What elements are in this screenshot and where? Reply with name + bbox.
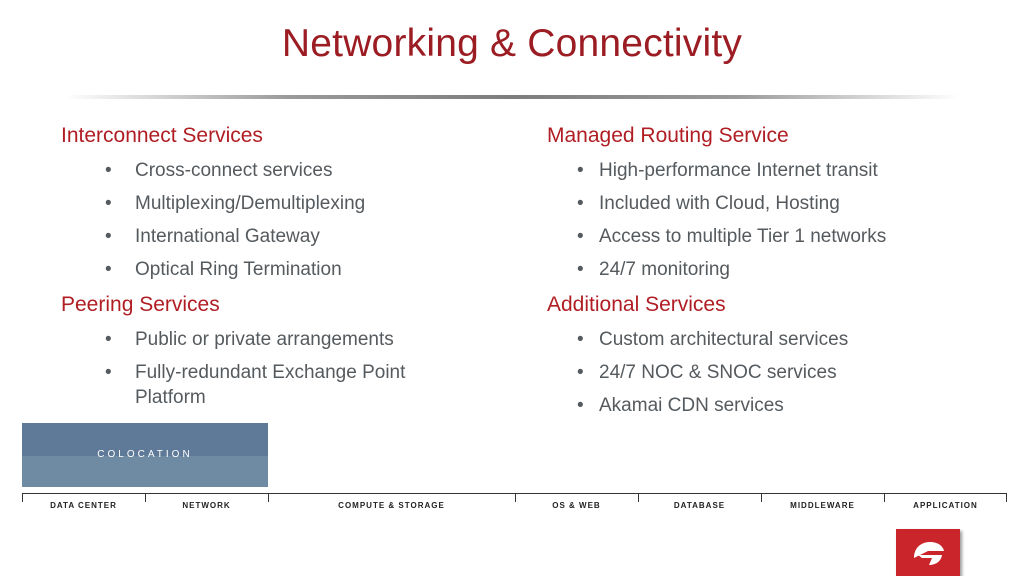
section-interconnect: Interconnect Services Cross-connect serv… bbox=[61, 122, 501, 282]
list-item: Optical Ring Termination bbox=[61, 257, 501, 282]
section-managed-routing: Managed Routing Service High-performance… bbox=[547, 122, 987, 282]
layer-network: NETWORK bbox=[145, 494, 268, 516]
stack-layer-bar: DATA CENTER NETWORK COMPUTE & STORAGE OS… bbox=[22, 493, 1007, 516]
list-item: Cross-connect services bbox=[61, 158, 501, 183]
slide-title: Networking & Connectivity bbox=[281, 22, 743, 65]
layer-application: APPLICATION bbox=[884, 494, 1007, 516]
section-heading: Interconnect Services bbox=[61, 124, 263, 147]
title-divider bbox=[64, 95, 960, 99]
section-heading: Managed Routing Service bbox=[547, 124, 789, 147]
logo-mark-icon bbox=[914, 541, 944, 565]
list-item: Public or private arrangements bbox=[61, 327, 501, 352]
layer-data-center: DATA CENTER bbox=[22, 494, 145, 516]
list-item: International Gateway bbox=[61, 224, 501, 249]
list-item: 24/7 NOC & SNOC services bbox=[547, 360, 987, 385]
layer-os-web: OS & WEB bbox=[515, 494, 638, 516]
list-item: Included with Cloud, Hosting bbox=[547, 191, 987, 216]
bullet-list: High-performance Internet transit Includ… bbox=[547, 158, 987, 282]
company-logo-icon bbox=[896, 529, 960, 576]
colocation-block: COLOCATION bbox=[22, 423, 268, 487]
list-item: Fully-redundant Exchange Point Platform bbox=[61, 360, 435, 410]
list-item: Custom architectural services bbox=[547, 327, 987, 352]
list-item: 24/7 monitoring bbox=[547, 257, 987, 282]
bullet-list: Public or private arrangements Fully-red… bbox=[61, 327, 501, 410]
list-item: Access to multiple Tier 1 networks bbox=[547, 224, 987, 249]
bullet-list: Custom architectural services 24/7 NOC &… bbox=[547, 327, 987, 418]
section-heading: Peering Services bbox=[61, 293, 220, 316]
layer-compute-storage: COMPUTE & STORAGE bbox=[268, 494, 515, 516]
list-item: Akamai CDN services bbox=[547, 393, 987, 418]
layer-database: DATABASE bbox=[638, 494, 761, 516]
right-column: Managed Routing Service High-performance… bbox=[547, 122, 987, 427]
bullet-list: Cross-connect services Multiplexing/Demu… bbox=[61, 158, 501, 282]
section-additional: Additional Services Custom architectural… bbox=[547, 291, 987, 418]
section-peering: Peering Services Public or private arran… bbox=[61, 291, 501, 410]
list-item: Multiplexing/Demultiplexing bbox=[61, 191, 501, 216]
colocation-label: COLOCATION bbox=[97, 449, 193, 460]
layer-middleware: MIDDLEWARE bbox=[761, 494, 884, 516]
left-column: Interconnect Services Cross-connect serv… bbox=[61, 122, 501, 419]
list-item: High-performance Internet transit bbox=[547, 158, 987, 183]
section-heading: Additional Services bbox=[547, 293, 726, 316]
